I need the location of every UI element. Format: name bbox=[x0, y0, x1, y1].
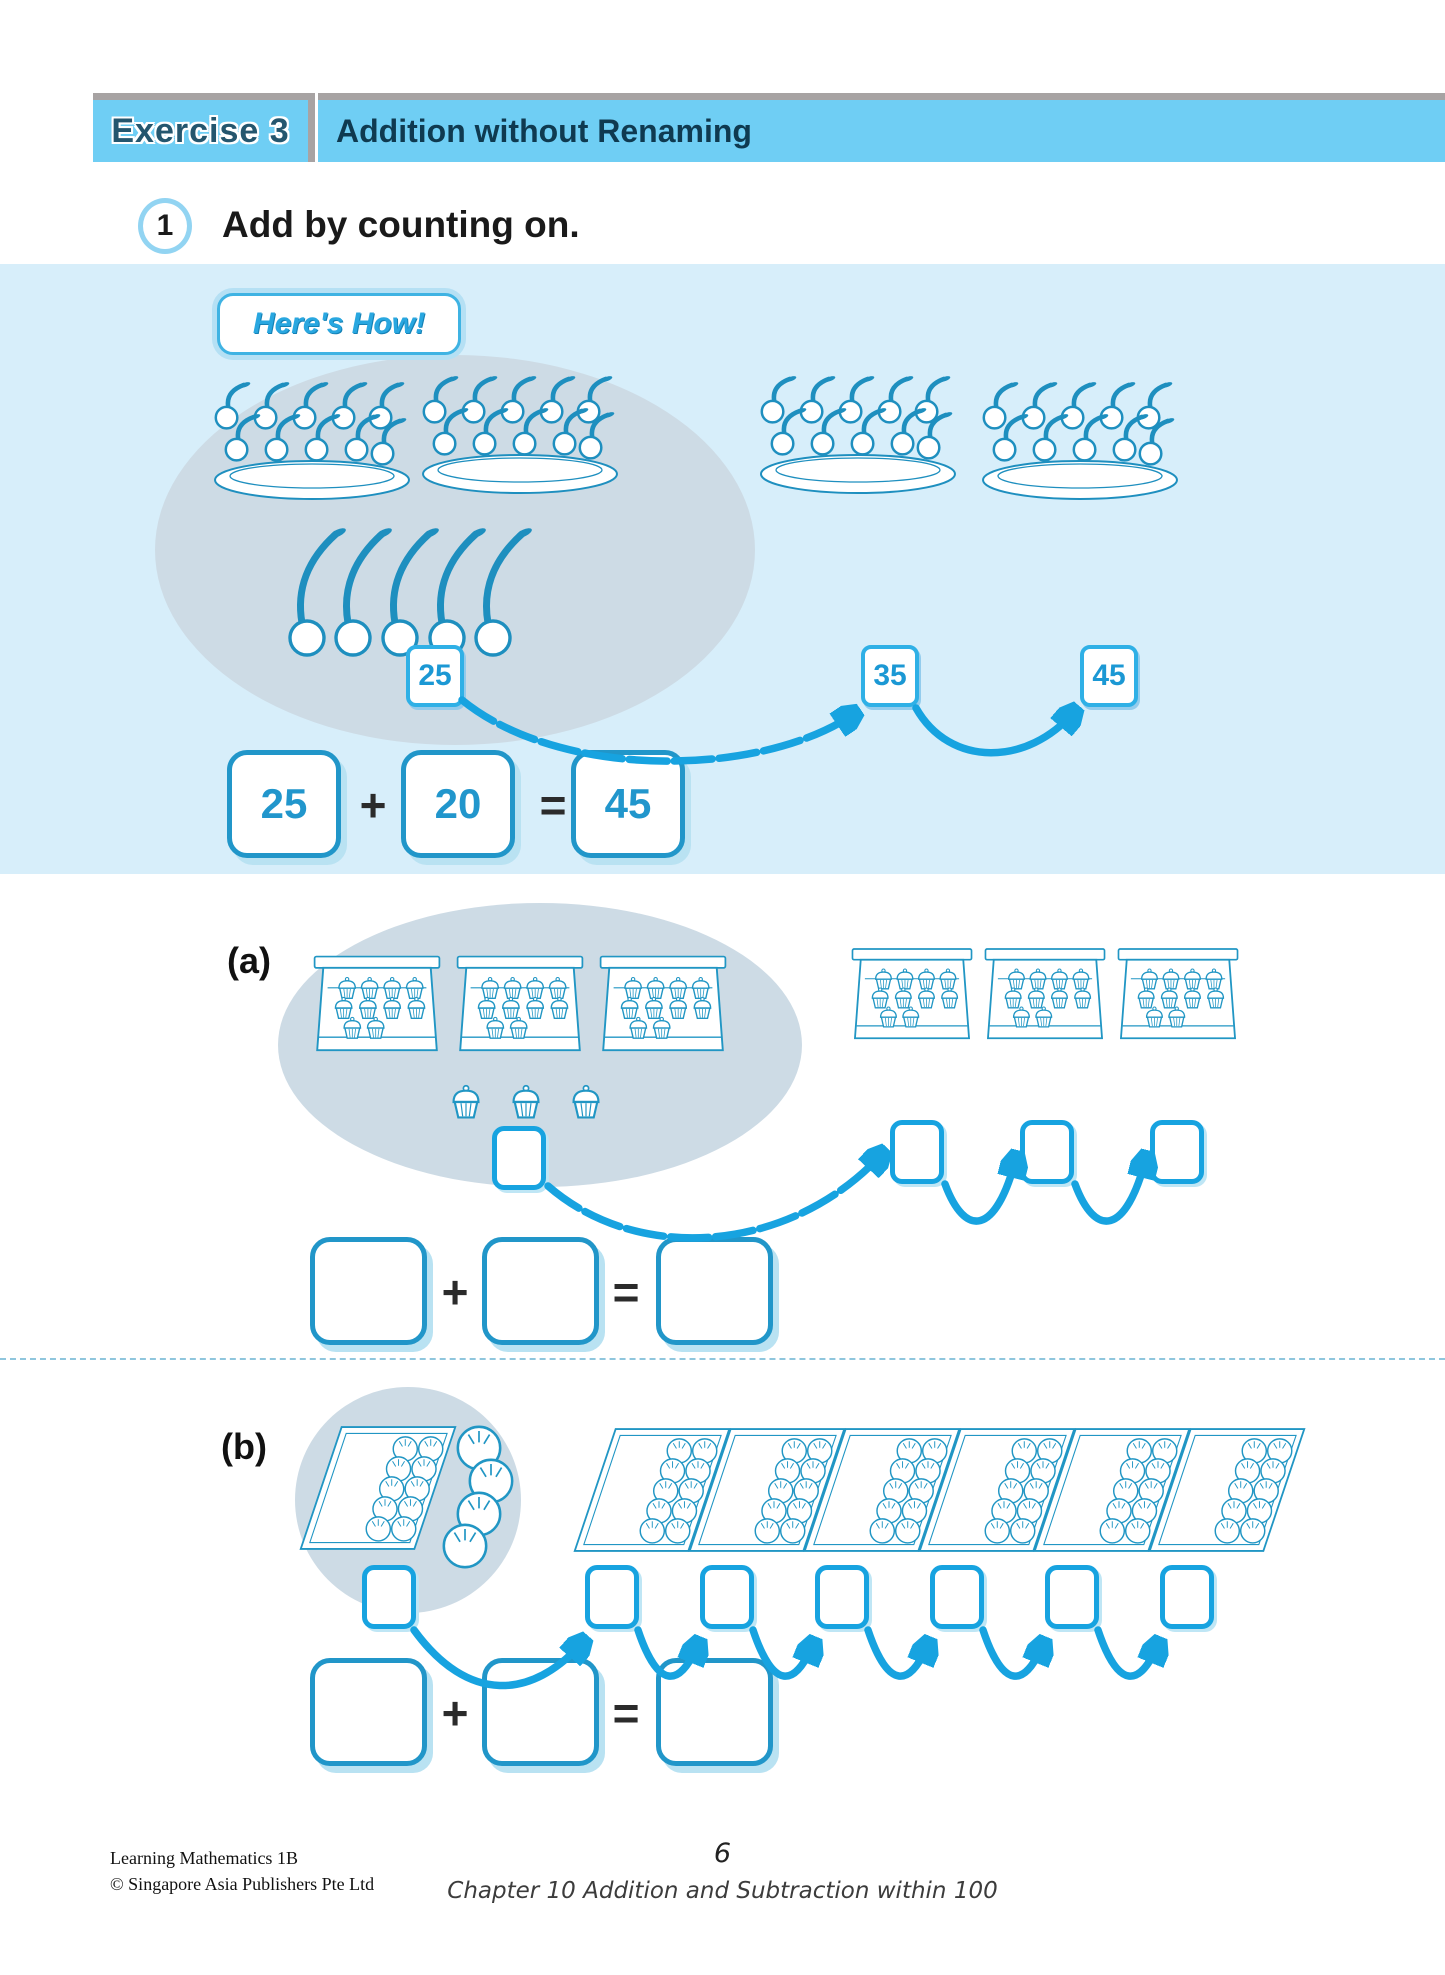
loose-cupcake-illustration bbox=[572, 1084, 600, 1119]
exercise-badge: Exercise 3 bbox=[93, 100, 308, 162]
part-a-label: (a) bbox=[227, 940, 271, 981]
section-divider bbox=[0, 1358, 1445, 1360]
loose-bun-illustration bbox=[442, 1523, 488, 1569]
cherry-plate-illustration bbox=[212, 330, 412, 502]
part-a-plus-sign: + bbox=[441, 1266, 469, 1318]
counting-arrow bbox=[1071, 1158, 1146, 1225]
loose-cupcake-illustration bbox=[512, 1084, 540, 1119]
loose-cherry-illustration bbox=[474, 525, 536, 657]
part-b-count-box-1[interactable] bbox=[362, 1565, 416, 1629]
example-plus-sign: + bbox=[359, 779, 387, 831]
part-b-count-box-5[interactable] bbox=[930, 1565, 984, 1629]
example-sum-box: 45 bbox=[571, 750, 685, 858]
counting-arrow bbox=[864, 1626, 928, 1680]
count-badge-45: 45 bbox=[1080, 645, 1138, 707]
part-b-addend2-box[interactable] bbox=[482, 1658, 599, 1766]
loose-cupcake-illustration bbox=[452, 1084, 480, 1119]
cherry-plate-illustration bbox=[758, 324, 958, 496]
example-addend2-box: 20 bbox=[401, 750, 515, 858]
part-a-sum-box[interactable] bbox=[656, 1237, 773, 1345]
exercise-label: Exercise 3 bbox=[111, 111, 290, 150]
part-b-label: (b) bbox=[221, 1426, 267, 1467]
example-equals-sign: = bbox=[539, 779, 567, 831]
heres-how-label: Here's How! bbox=[252, 307, 426, 340]
part-a-addend2-box[interactable] bbox=[482, 1237, 599, 1345]
cherry-plate-illustration bbox=[980, 330, 1180, 502]
part-a-count-box-3[interactable] bbox=[1020, 1120, 1074, 1184]
part-b-count-box-2[interactable] bbox=[585, 1565, 639, 1629]
part-b-count-box-7[interactable] bbox=[1160, 1565, 1214, 1629]
bun-tray-illustration bbox=[298, 1424, 458, 1552]
counting-arrow bbox=[979, 1626, 1043, 1680]
part-a-equals-sign: = bbox=[612, 1266, 640, 1318]
part-a-count-box-1[interactable] bbox=[492, 1126, 546, 1190]
question-number: 1 bbox=[138, 198, 192, 254]
part-b-addend1-box[interactable] bbox=[310, 1658, 427, 1766]
part-b-count-box-6[interactable] bbox=[1045, 1565, 1099, 1629]
footer-copyright: © Singapore Asia Publishers Pte Ltd bbox=[110, 1874, 375, 1894]
heres-how-tag: Here's How! bbox=[217, 293, 461, 355]
counting-arrow bbox=[941, 1158, 1016, 1225]
cupcake-box-illustration bbox=[850, 938, 974, 1060]
page-number: 6 bbox=[713, 1838, 732, 1869]
count-badge-35: 35 bbox=[861, 645, 919, 707]
cupcake-box-illustration bbox=[1116, 938, 1240, 1060]
part-b-count-box-3[interactable] bbox=[700, 1565, 754, 1629]
cupcake-box-illustration bbox=[598, 948, 728, 1070]
bun-tray-illustration bbox=[1147, 1426, 1307, 1554]
part-b-equals-sign: = bbox=[612, 1687, 640, 1739]
part-b-sum-box[interactable] bbox=[656, 1658, 773, 1766]
page-title-bar: Addition without Renaming bbox=[318, 100, 1445, 162]
part-a-addend1-box[interactable] bbox=[310, 1237, 427, 1345]
footer-imprint: Learning Mathematics 1B © Singapore Asia… bbox=[110, 1845, 374, 1897]
footer-book-title: Learning Mathematics 1B bbox=[110, 1848, 298, 1868]
part-a-count-box-2[interactable] bbox=[890, 1120, 944, 1184]
part-b-count-box-4[interactable] bbox=[815, 1565, 869, 1629]
page-title: Addition without Renaming bbox=[336, 112, 752, 149]
cupcake-box-illustration bbox=[983, 938, 1107, 1060]
question-prompt: Add by counting on. bbox=[222, 204, 580, 245]
cupcake-box-illustration bbox=[312, 948, 442, 1070]
part-b-plus-sign: + bbox=[441, 1687, 469, 1739]
chapter-title: Chapter 10 Addition and Subtraction with… bbox=[447, 1878, 998, 1904]
counting-arrow bbox=[1094, 1626, 1158, 1680]
count-badge-25: 25 bbox=[406, 645, 464, 707]
cupcake-box-illustration bbox=[455, 948, 585, 1070]
example-addend1-box: 25 bbox=[227, 750, 341, 858]
part-a-count-box-4[interactable] bbox=[1150, 1120, 1204, 1184]
